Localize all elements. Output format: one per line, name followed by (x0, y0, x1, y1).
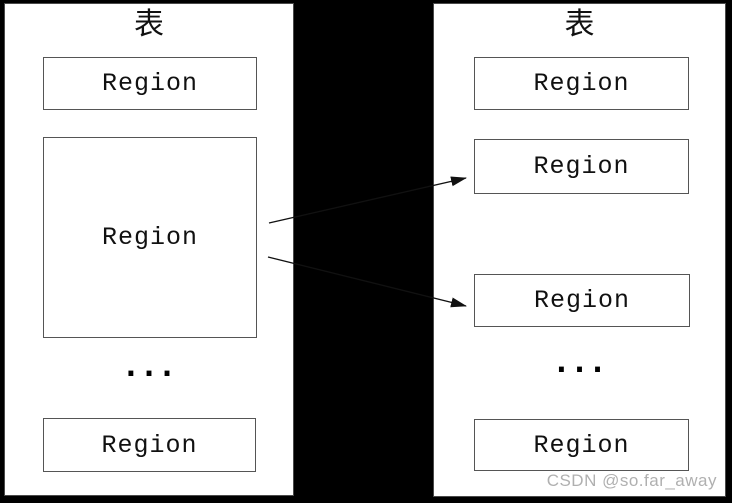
left-region-box-large: Region (43, 137, 257, 338)
left-ellipsis: ··· (121, 357, 177, 392)
region-label: Region (533, 69, 630, 98)
left-table-panel: 表 Region Region ··· Region (4, 3, 294, 496)
right-region-box-4: Region (474, 419, 689, 471)
region-label: Region (533, 152, 630, 181)
left-region-box-top: Region (43, 57, 257, 110)
right-table-title: 表 (564, 8, 595, 41)
region-label: Region (101, 223, 198, 252)
right-ellipsis: ··· (552, 353, 607, 388)
right-region-box-1: Region (474, 57, 689, 110)
region-label: Region (533, 430, 630, 460)
watermark: CSDN @so.far_away (546, 471, 717, 490)
region-label: Region (101, 69, 198, 98)
region-label: Region (101, 430, 198, 460)
right-table-panel: 表 Region Region Region ··· Region CSDN @… (433, 3, 726, 497)
right-region-box-3: Region (474, 274, 690, 327)
left-region-box-bottom: Region (43, 418, 256, 472)
left-table-title: 表 (134, 8, 164, 41)
right-region-box-2: Region (474, 139, 689, 194)
region-label: Region (533, 286, 630, 315)
